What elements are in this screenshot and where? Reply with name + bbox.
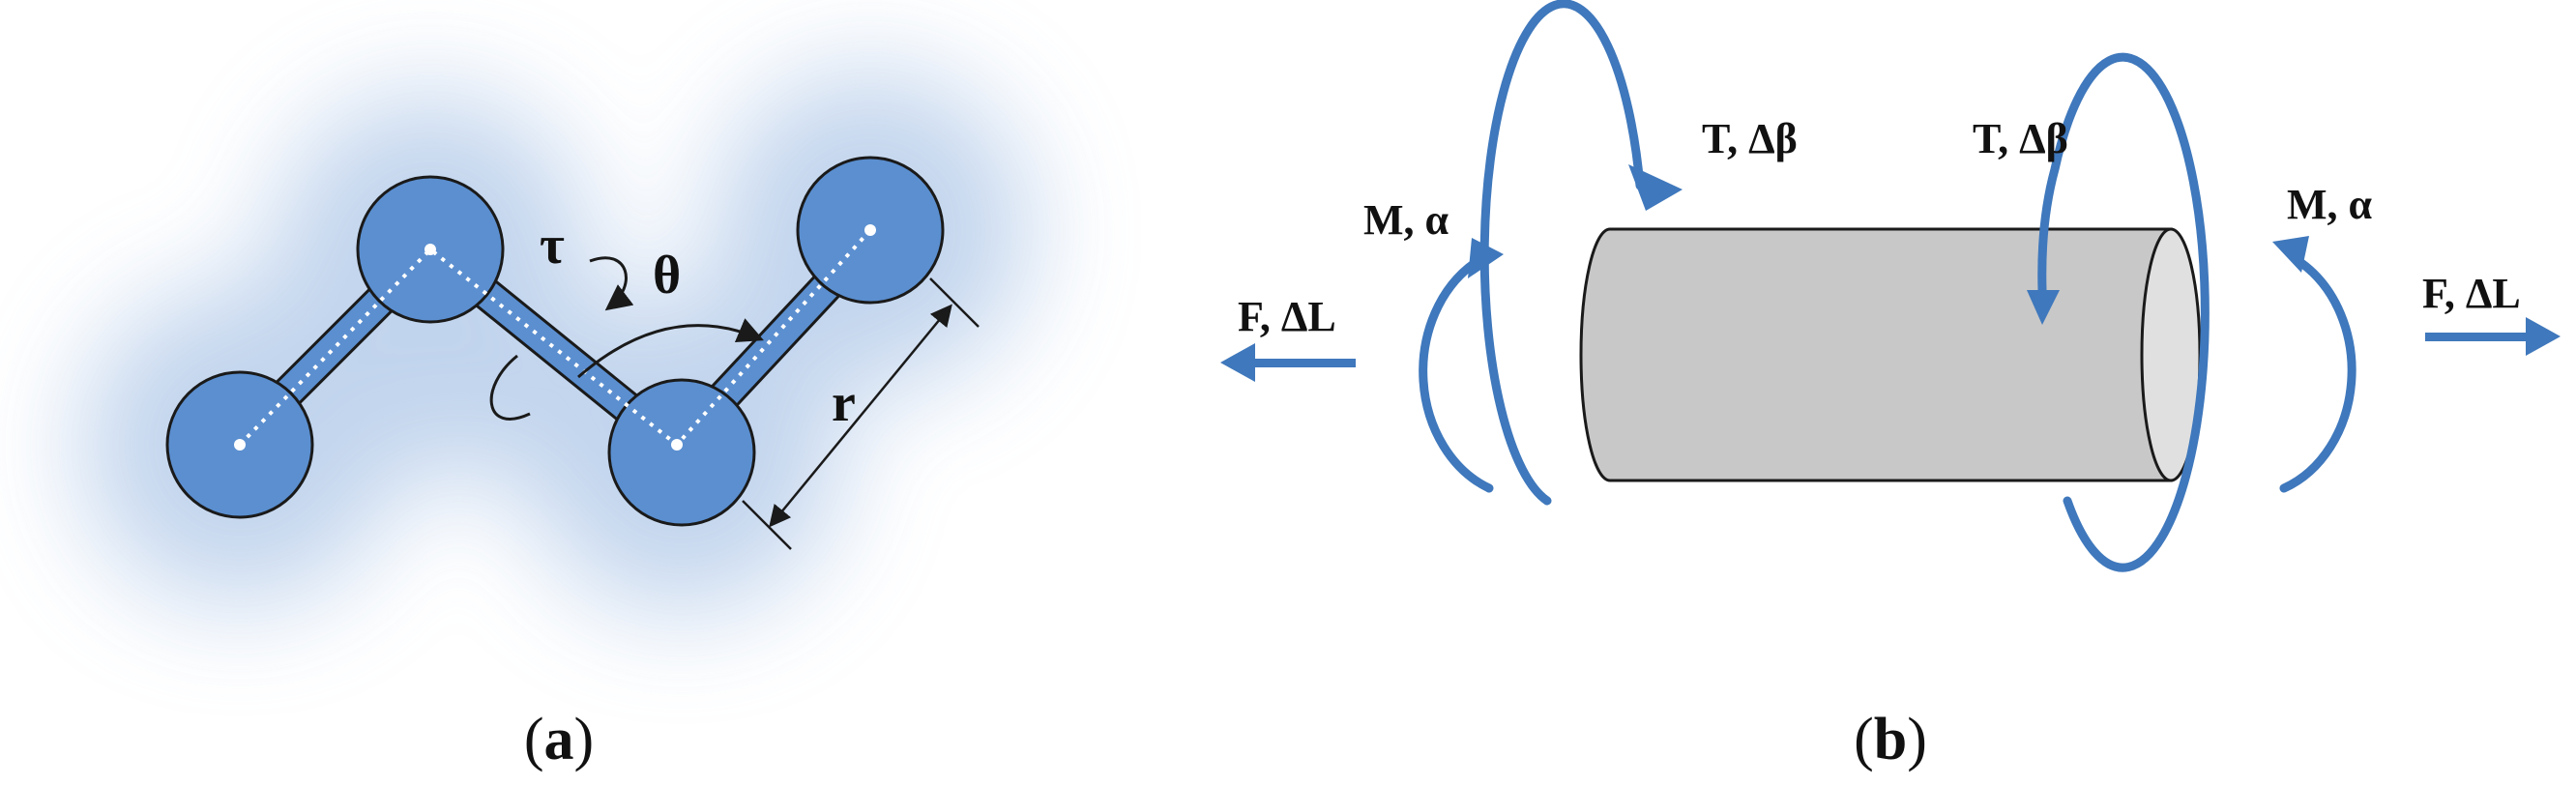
torsion-label: τ	[540, 216, 565, 276]
left-torque-arrowhead-icon	[1628, 164, 1683, 211]
right-torque-arrow-icon	[2037, 52, 2210, 572]
panel-a-molecule: τ θ r (a)	[80, 71, 1030, 772]
atoms	[165, 156, 945, 527]
right-force-arrow-icon	[2425, 317, 2561, 356]
angle-label: θ	[653, 246, 681, 306]
atom-centers	[234, 224, 876, 451]
bond-length-dimension-icon	[742, 277, 980, 550]
cylinder-body	[1579, 227, 2173, 482]
right-moment-arrow-icon	[2279, 258, 2356, 493]
left-moment-arrowhead-icon	[1468, 238, 1504, 278]
bond-length-label: r	[832, 373, 856, 433]
left-torque-arrow-icon	[1479, 0, 1645, 506]
torsion-arrow-icon	[489, 256, 626, 421]
right-moment-arrowhead-icon	[2272, 236, 2309, 273]
atom-3	[607, 378, 756, 527]
moment-left-label: M, α	[1363, 196, 1449, 244]
bond-angle-arc-icon	[577, 318, 764, 379]
moment-right-label: M, α	[2287, 181, 2373, 228]
left-moment-arrow-icon	[1419, 258, 1494, 493]
panel-b-beam: T, Δβ T, Δβ M, α M, α F, ΔL F, ΔL (b)	[1220, 0, 2561, 772]
torque-left-label: T, Δβ	[1702, 115, 1798, 162]
torque-right-label: T, Δβ	[1973, 115, 2068, 162]
panel-b-caption: (b)	[1854, 707, 1927, 772]
force-left-label: F, ΔL	[1238, 293, 1336, 340]
right-torque-arrowhead-icon	[2027, 290, 2060, 325]
left-force-arrow-icon	[1220, 343, 1356, 382]
panel-a-caption: (a)	[524, 707, 594, 772]
force-right-label: F, ΔL	[2422, 270, 2521, 317]
